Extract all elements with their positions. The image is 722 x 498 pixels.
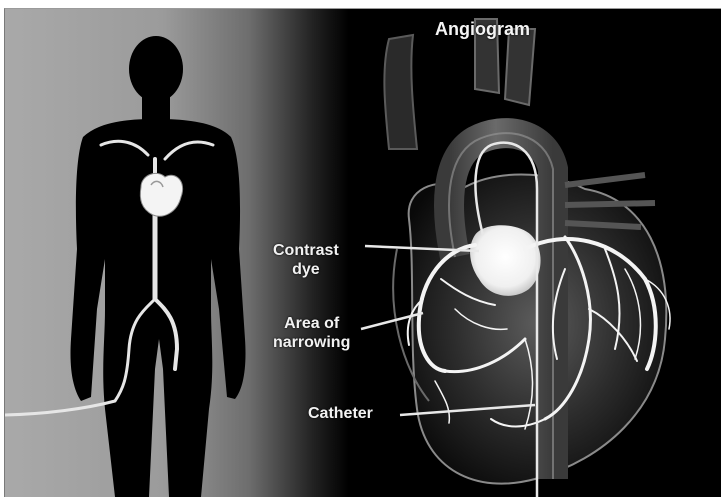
angiogram-illustration: Angiogram Contrast dye Area of narrowing… [4, 8, 721, 497]
label-catheter: Catheter [308, 404, 373, 423]
label-contrast-dye: Contrast dye [273, 241, 339, 279]
label-area-of-narrowing: Area of narrowing [273, 314, 350, 352]
body-silhouette [70, 36, 245, 497]
illustration-svg [5, 9, 721, 497]
diagram-title: Angiogram [435, 19, 530, 40]
